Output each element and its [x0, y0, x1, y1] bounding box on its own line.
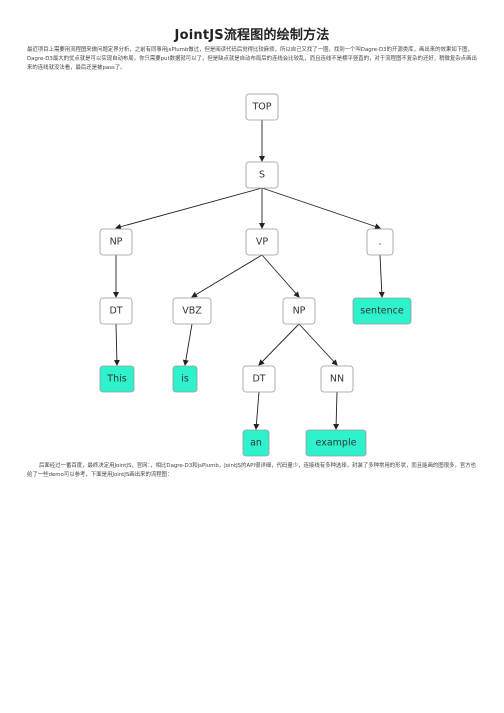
node-box-top	[245, 93, 279, 121]
node-box-sentence	[352, 297, 412, 325]
edge-np2-nn	[298, 323, 338, 366]
tree-node-sentence: sentence	[352, 297, 412, 325]
node-label-sentence: sentence	[360, 306, 404, 317]
tree-node-s: S	[245, 161, 279, 189]
edge-nn-example	[333, 391, 340, 430]
tree-node-nn: NN	[320, 365, 354, 393]
tree-node-vp: VP	[245, 228, 279, 256]
node-label-dot: .	[378, 237, 381, 248]
node-box-np1	[99, 228, 133, 256]
node-label-nn: NN	[330, 374, 344, 385]
node-label-vp: VP	[256, 237, 268, 248]
node-box-an	[242, 429, 270, 457]
edge-np2-dt2	[258, 323, 300, 366]
tree-node-vbz: VBZ	[172, 297, 212, 325]
edge-dt1-this	[113, 323, 120, 366]
node-label-np1: NP	[110, 237, 123, 248]
node-label-this: This	[106, 374, 126, 385]
node-label-s: S	[259, 170, 265, 181]
tree-node-np2: NP	[282, 297, 316, 325]
node-box-dot	[366, 228, 394, 256]
tree-edges	[113, 120, 385, 430]
node-label-np2: NP	[293, 306, 306, 317]
tree-node-an: an	[242, 429, 270, 457]
outro-paragraph: 后面经过一番百度，最终决定用JointJS，官网：，相比Dagre-D3和jsP…	[27, 463, 477, 478]
node-label-example: example	[316, 438, 357, 449]
edge-dot-sentence	[378, 254, 385, 298]
node-box-dt1	[99, 297, 133, 325]
tree-node-this: This	[99, 365, 135, 393]
node-box-vp	[245, 228, 279, 256]
tree-node-np1: NP	[99, 228, 133, 256]
tree-node-top: TOP	[245, 93, 279, 121]
node-box-s	[245, 161, 279, 189]
node-label-vbz: VBZ	[182, 306, 202, 317]
edge-dt2-an	[253, 391, 260, 430]
page-title: JointJS流程图的绘制方法	[174, 28, 330, 43]
edge-vbz-is	[182, 323, 193, 366]
node-label-is: is	[181, 374, 189, 385]
node-box-dt2	[242, 365, 276, 393]
tree-node-dt1: DT	[99, 297, 133, 325]
edge-s-dot	[261, 187, 381, 230]
node-box-vbz	[172, 297, 212, 325]
tree-node-is: is	[172, 365, 198, 393]
node-label-top: TOP	[251, 102, 271, 113]
node-label-dt1: DT	[109, 306, 122, 317]
intro-paragraph: 最近项目上需要用流程图来做问题定界分析，之前有同事用jsPlumb做过，但是阅读…	[27, 47, 477, 71]
edge-vp-vbz	[191, 254, 263, 298]
edge-s-np1	[115, 187, 263, 230]
tree-node-dt2: DT	[242, 365, 276, 393]
node-box-example	[305, 429, 367, 457]
tree-node-example: example	[305, 429, 367, 457]
node-box-is	[172, 365, 198, 393]
node-box-np2	[282, 297, 316, 325]
node-box-nn	[320, 365, 354, 393]
node-label-dt2: DT	[252, 374, 265, 385]
edge-vp-np2	[261, 254, 300, 298]
node-box-this	[99, 365, 135, 393]
tree-node-dot: .	[366, 228, 394, 256]
node-label-an: an	[250, 438, 262, 449]
